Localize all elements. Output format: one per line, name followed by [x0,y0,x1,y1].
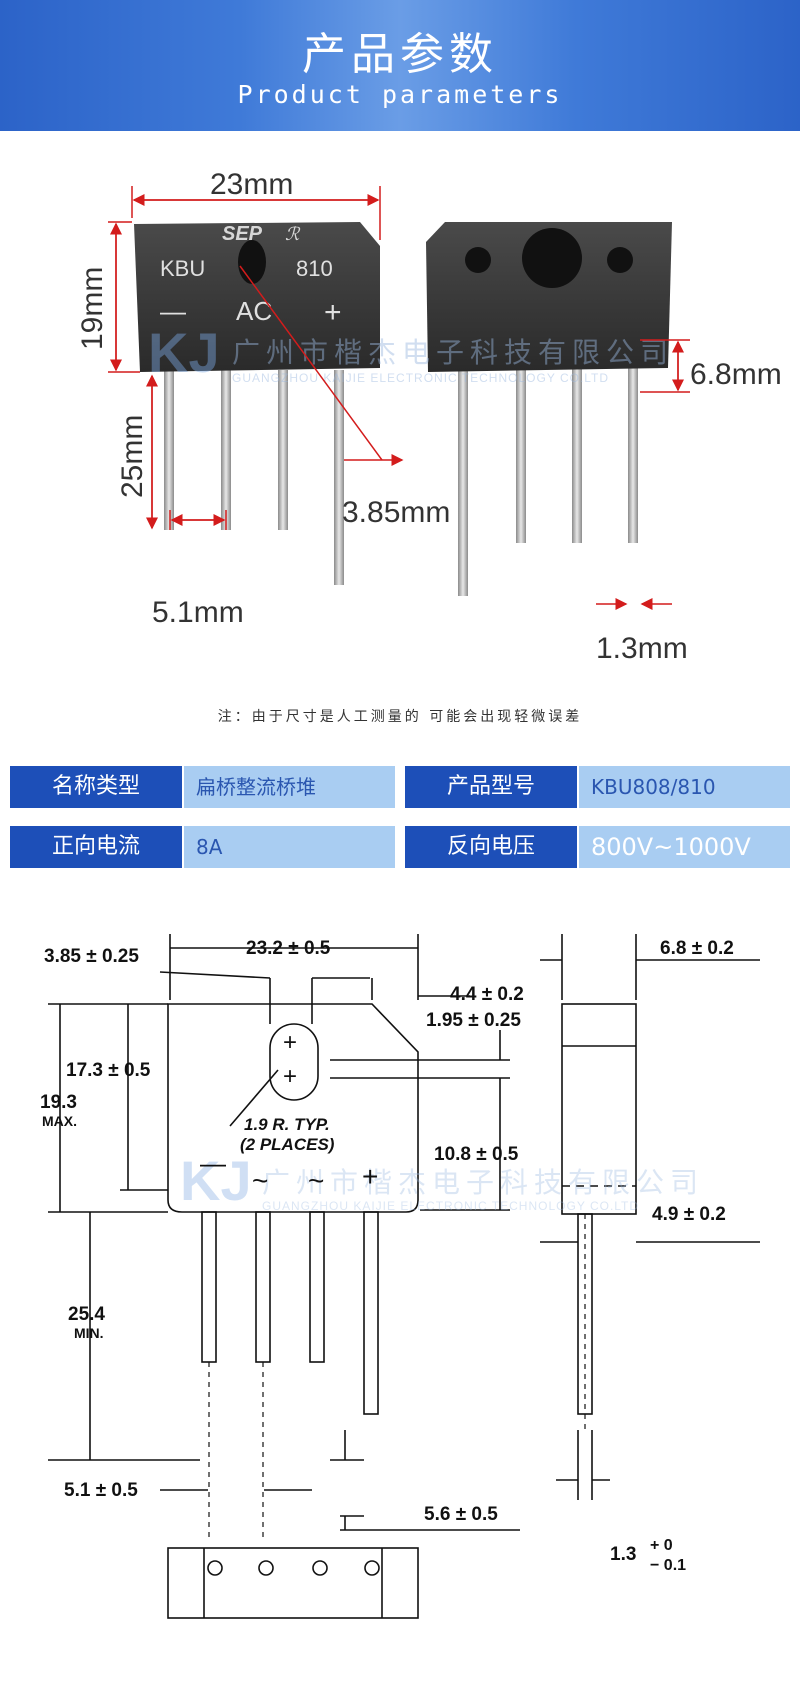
drawing-watermark-logo: KJ [180,1149,252,1212]
front-view-body [167,1003,419,1213]
dim-10-8: 10.8 ± 0.5 [434,1144,519,1165]
model-text: KBU [160,256,205,281]
dim-1-9-a: 1.9 R. TYP. [244,1115,330,1134]
dim-1-3-minus: − 0.1 [650,1557,686,1574]
center-hole [238,240,266,284]
logo-text: SEP [222,223,263,245]
param-value: 8A [184,826,395,868]
param-label: 名称类型 [10,766,182,808]
dim-1-3-plus: + 0 [650,1537,673,1554]
drawing-watermark-en: GUANGZHOU KAIJIE ELECTRONIC TECHNOLOGY C… [262,1199,639,1213]
dim-1-95: 1.95 ± 0.25 [426,1010,521,1031]
dim-25-4-sub: MIN. [74,1325,104,1341]
watermark: KJ 广州市楷杰电子科技有限公司 GUANGZHOU KAIJIE ELECTR… [148,321,674,385]
left-component-pins [164,370,344,585]
dim-width: 23mm [210,168,293,201]
dim-23-2: 23.2 ± 0.5 [246,938,331,959]
dim-6-8: 6.8 ± 0.2 [660,938,734,959]
dim-hole: 3.85mm [342,496,450,529]
watermark-en: GUANGZHOU KAIJIE ELECTRONIC TECHNOLOGY C… [232,371,609,385]
svg-text:+: + [283,1063,297,1090]
dim-19-3-sub: MAX. [42,1113,77,1129]
pin [572,368,582,543]
technical-drawing: KJ 广州市楷杰电子科技有限公司 GUANGZHOU KAIJIE ELECTR… [40,934,760,1619]
pin [628,368,638,543]
param-value: 扁桥整流桥堆 [184,766,395,808]
slot-outline [269,1023,319,1101]
param-label: 反向电压 [405,826,577,868]
dim-lead-length: 25mm [116,415,149,498]
param-row: 反向电压 800V~1000V [405,826,790,868]
param-row: 正向电流 8A [10,826,395,868]
page-subtitle: Product parameters [237,80,563,109]
param-label: 产品型号 [405,766,577,808]
right-component-pins [458,368,638,596]
dim-height: 19mm [76,267,109,350]
side-view-body [561,1003,637,1215]
bottom-view-body [167,1547,419,1619]
pin [516,368,526,543]
measurement-note: 注：由于尺寸是人工测量的 可能会出现轻微误差 [217,709,583,725]
drawing-ac2: ~ [308,1165,324,1196]
drawing-watermark: KJ 广州市楷杰电子科技有限公司 GUANGZHOU KAIJIE ELECTR… [180,1149,704,1213]
left-component-body [134,222,380,372]
svg-text:+: + [283,1029,297,1056]
dim-17-3: 17.3 ± 0.5 [66,1060,151,1081]
model-number-text: 810 [296,256,333,281]
dim-thickness: 6.8mm [690,358,782,391]
param-row: 名称类型 扁桥整流桥堆 [10,766,395,808]
dim-19-3: 19.3 [40,1092,77,1113]
dim-1-9-b: (2 PLACES) [240,1135,335,1154]
svg-text:ℛ: ℛ [285,224,301,244]
param-value: KBU808/810 [579,766,790,808]
dim-25-4: 25.4 [68,1304,105,1325]
dim-1-3: 1.3 [610,1544,636,1565]
dim-lead-width: 1.3mm [596,632,688,665]
pin [278,370,288,530]
pin [221,370,231,530]
drawing-plus: + [362,1161,378,1192]
watermark-logo: KJ [148,321,220,384]
dim-4-9: 4.9 ± 0.2 [652,1204,726,1225]
minus-symbol: — [160,296,186,326]
dim-5-6: 5.6 ± 0.5 [424,1504,498,1525]
pin [334,370,344,585]
pin [458,368,468,596]
product-photo: SEP ℛ KBU 810 — AC + KJ 广州市楷杰电子科技有限公司 GU… [76,168,782,665]
header-banner: 产品参数 Product parameters [0,0,800,131]
param-row: 产品型号 KBU808/810 [405,766,790,808]
watermark-cn: 广州市楷杰电子科技有限公司 [232,337,674,368]
plus-symbol: + [324,296,342,329]
drawing-watermark-cn: 广州市楷杰电子科技有限公司 [262,1167,704,1198]
drawing-ac1: ~ [252,1165,268,1196]
page-title: 产品参数 [302,29,498,80]
dim-4-4: 4.4 ± 0.2 [450,984,524,1005]
pin [164,370,174,530]
dim-3-85: 3.85 ± 0.25 [44,946,139,967]
dim-lead-pitch: 5.1mm [152,596,244,629]
param-value: 800V~1000V [579,826,790,868]
param-label: 正向电流 [10,826,182,868]
ac-symbol: AC [236,296,272,326]
drawing-minus: — [200,1148,226,1178]
dim-5-1: 5.1 ± 0.5 [64,1480,138,1501]
